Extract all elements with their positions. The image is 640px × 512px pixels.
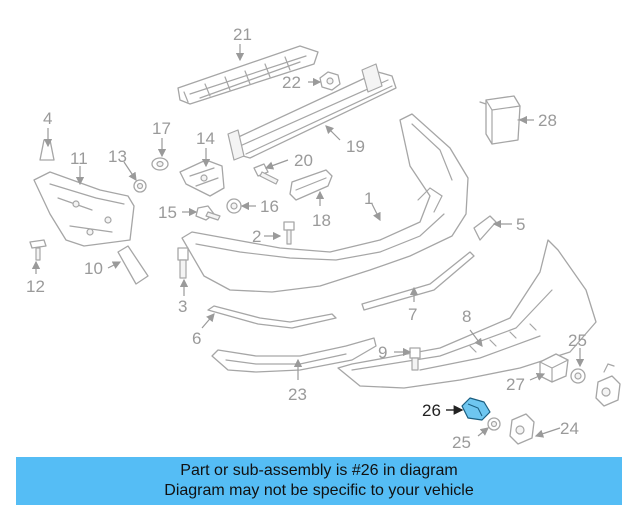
callout-22: 22 [282, 73, 301, 92]
callout-2: 2 [252, 227, 261, 246]
banner-line-1: Part or sub-assembly is #26 in diagram [180, 462, 458, 479]
part-18-bracket [289, 169, 333, 201]
part-8-valance [337, 239, 597, 389]
callout-7: 7 [408, 305, 417, 324]
part-25-grommet-lower [487, 417, 501, 431]
callout-15: 15 [158, 203, 177, 222]
part-5-reflector [473, 215, 497, 241]
banner-line-2: Diagram may not be specific to your vehi… [164, 482, 474, 499]
part-16-nut [226, 198, 242, 214]
callout-labels: 21 22 28 4 17 14 19 11 13 20 1 15 16 18 … [26, 25, 587, 452]
part-9-bolt [409, 347, 421, 371]
part-17-grommet [151, 157, 169, 171]
part-11-side-bracket [33, 171, 135, 247]
callout-1: 1 [364, 189, 373, 208]
callout-13: 13 [108, 147, 127, 166]
part-13-nut [133, 179, 147, 193]
callout-25-upper: 25 [568, 331, 587, 350]
part-25-grommet-upper [570, 368, 586, 384]
callout-5: 5 [516, 215, 525, 234]
part-10-pad [117, 245, 149, 285]
part-20-bolt [253, 163, 279, 185]
callout-27: 27 [506, 375, 525, 394]
part-3-stud [177, 247, 189, 279]
callout-14: 14 [196, 129, 215, 148]
callout-3: 3 [178, 297, 187, 316]
part-26-highlighted[interactable] [461, 397, 491, 421]
part-4-clip [39, 139, 55, 161]
callout-18: 18 [312, 211, 331, 230]
callout-11: 11 [70, 149, 88, 168]
callout-8: 8 [462, 307, 471, 326]
callout-16: 16 [260, 197, 279, 216]
callout-9: 9 [378, 343, 387, 362]
part-23-trim [211, 337, 377, 373]
callout-19: 19 [346, 137, 365, 156]
callout-20: 20 [294, 151, 313, 170]
callout-26[interactable]: 26 [422, 401, 441, 420]
part-24-sensor-upper [595, 363, 621, 407]
callout-23: 23 [288, 385, 307, 404]
part-2-bolt [283, 221, 295, 245]
part-14-bracket [179, 159, 225, 197]
info-banner: Part or sub-assembly is #26 in diagram D… [16, 457, 622, 505]
callout-10: 10 [84, 259, 103, 278]
part-7-strip [361, 251, 475, 311]
part-24-sensor-lower [509, 413, 535, 445]
callout-6: 6 [192, 329, 201, 348]
callout-24: 24 [560, 419, 579, 438]
callout-25-lower: 25 [452, 433, 471, 452]
part-12-clip [29, 239, 47, 261]
callout-28: 28 [538, 111, 557, 130]
callout-17: 17 [152, 119, 171, 138]
callout-4: 4 [43, 109, 52, 128]
callout-21: 21 [233, 25, 252, 44]
part-22-nut [319, 71, 341, 91]
part-6-strip [207, 305, 337, 329]
part-28-module [479, 95, 527, 145]
leader-lines [31, 44, 585, 438]
part-19-beam [227, 63, 397, 161]
part-21-absorber [177, 45, 319, 105]
callout-12: 12 [26, 277, 45, 296]
part-1-bumper-cover [181, 113, 469, 293]
part-15-bolt [195, 205, 221, 221]
